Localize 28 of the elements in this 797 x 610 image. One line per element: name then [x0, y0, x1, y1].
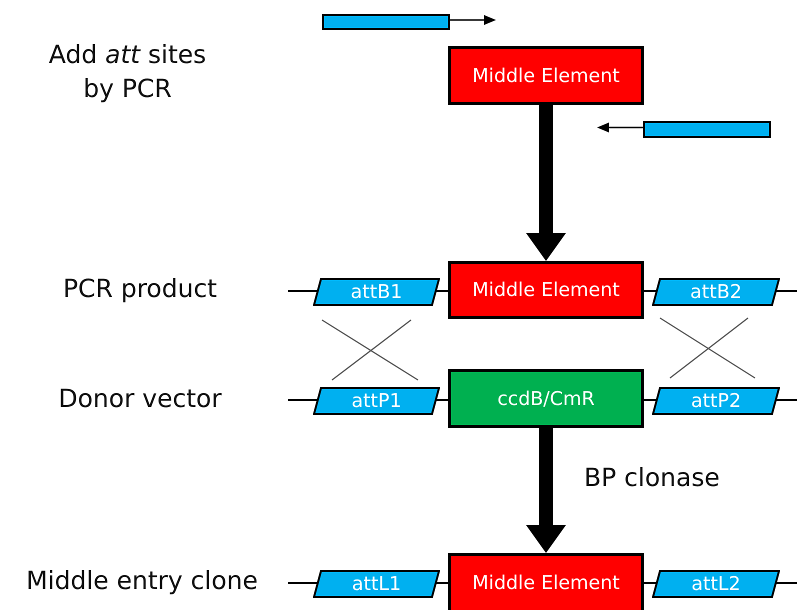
- site-label: attP2: [690, 390, 742, 412]
- site-label: attL1: [352, 573, 402, 595]
- element-label: Middle Element: [472, 279, 620, 301]
- row-label: PCR product: [62, 273, 218, 305]
- site-label: attL2: [691, 573, 741, 595]
- site-label: attB1: [350, 281, 402, 303]
- gene-element-box: [448, 46, 644, 105]
- process-arrow: [526, 105, 566, 261]
- primer-bar: [322, 14, 450, 30]
- row-label: Donor vector: [57, 383, 223, 415]
- att-site-parallelogram: [313, 387, 440, 415]
- element-label: Middle Element: [472, 572, 620, 594]
- att-site-parallelogram: [652, 570, 780, 598]
- gene-element-box: [448, 261, 644, 319]
- primer-bar: [643, 121, 771, 138]
- process-arrow: [526, 428, 566, 553]
- gene-element-box: [448, 369, 644, 428]
- att-site-parallelogram: [652, 278, 780, 306]
- element-label: ccdB/CmR: [497, 388, 595, 410]
- att-site-parallelogram: [652, 387, 780, 415]
- site-label: attB2: [690, 281, 742, 303]
- element-label: Middle Element: [472, 64, 620, 86]
- row-label: Add att sites by PCR: [48, 39, 208, 105]
- gene-element-box: [448, 553, 644, 610]
- row-label: Middle entry clone: [25, 565, 259, 597]
- att-site-parallelogram: [313, 570, 440, 598]
- site-label: attP1: [351, 390, 402, 412]
- att-site-parallelogram: [313, 278, 440, 306]
